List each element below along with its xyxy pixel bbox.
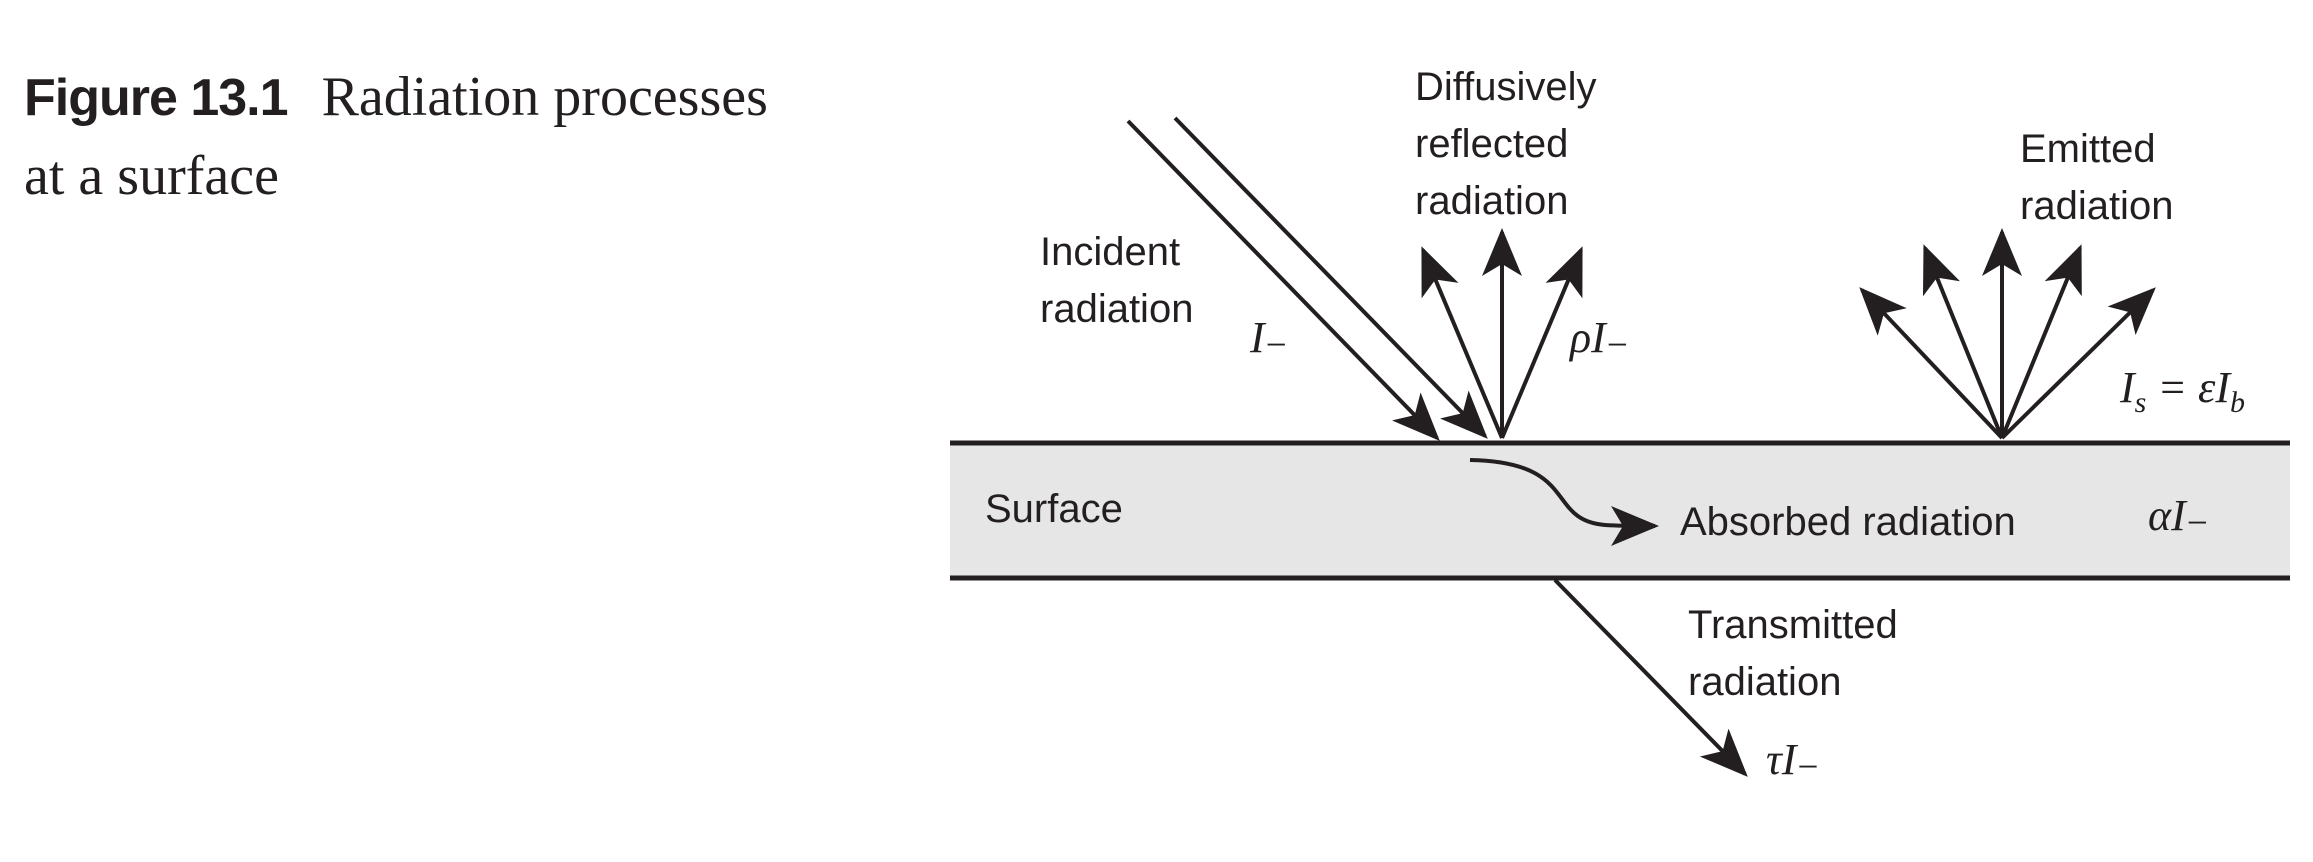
absorbed-arrow xyxy=(1469,458,1659,546)
emitted-label-line-2: radiation xyxy=(2020,184,2173,228)
emitted-ray-4 xyxy=(2000,244,2082,439)
reflected-label-line-1: Diffusively xyxy=(1415,65,1597,109)
emitted-label-line-1: Emitted xyxy=(2020,127,2156,171)
caption-line-2: at a surface xyxy=(24,145,279,207)
reflected-symbol: ρI₋ xyxy=(1568,313,1629,362)
emitted-label: Emitted radiation xyxy=(2020,127,2173,228)
transmitted-label: Transmitted radiation xyxy=(1688,603,1909,704)
incident-ray-1 xyxy=(1126,119,1440,441)
surface-slab xyxy=(950,443,2290,578)
emitted-ray-2 xyxy=(1922,244,2004,439)
emitted-ray-1 xyxy=(1859,287,2004,440)
transmitted-arrow xyxy=(1553,578,1748,777)
incident-symbol: I₋ xyxy=(1249,313,1288,362)
transmitted-symbol: τI₋ xyxy=(1766,735,1820,784)
emitted-symbol: Is = εIb xyxy=(2119,363,2245,419)
incident-label-line-2: radiation xyxy=(1040,287,1193,331)
surface-label: Surface xyxy=(985,487,1123,531)
absorbed-label: Absorbed radiation xyxy=(1680,500,2016,544)
caption-line-1: Figure 13.1 Radiation processes xyxy=(24,58,904,137)
emitted-symbol-lhs: I xyxy=(2119,363,2137,412)
emitted-symbol-rhs-sub: b xyxy=(2230,386,2245,419)
transmitted-label-line-1: Transmitted xyxy=(1688,603,1898,647)
reflected-label-line-2: reflected xyxy=(1415,122,1568,166)
transmitted-label-line-2: radiation xyxy=(1688,660,1841,704)
reflected-ray-left xyxy=(1421,246,1504,439)
incident-label-line-1: Incident xyxy=(1040,230,1180,274)
incident-ray-2 xyxy=(1173,116,1488,439)
reflected-label: Diffusively reflected radiation xyxy=(1415,65,1608,223)
reflected-ray-right xyxy=(1500,246,1583,439)
incident-label: Incident radiation xyxy=(1040,230,1193,331)
figure-number: Figure 13.1 xyxy=(24,69,289,127)
figure-caption: Figure 13.1 Radiation processes at a surf… xyxy=(24,58,904,215)
emitted-ray-5 xyxy=(2000,287,2156,440)
emitted-symbol-eq: = εI xyxy=(2146,363,2232,412)
emitted-symbol-lhs-sub: s xyxy=(2135,386,2147,419)
reflected-label-line-3: radiation xyxy=(1415,179,1568,223)
caption-title: Radiation processes xyxy=(321,66,768,128)
absorbed-symbol: αI₋ xyxy=(2148,491,2209,540)
